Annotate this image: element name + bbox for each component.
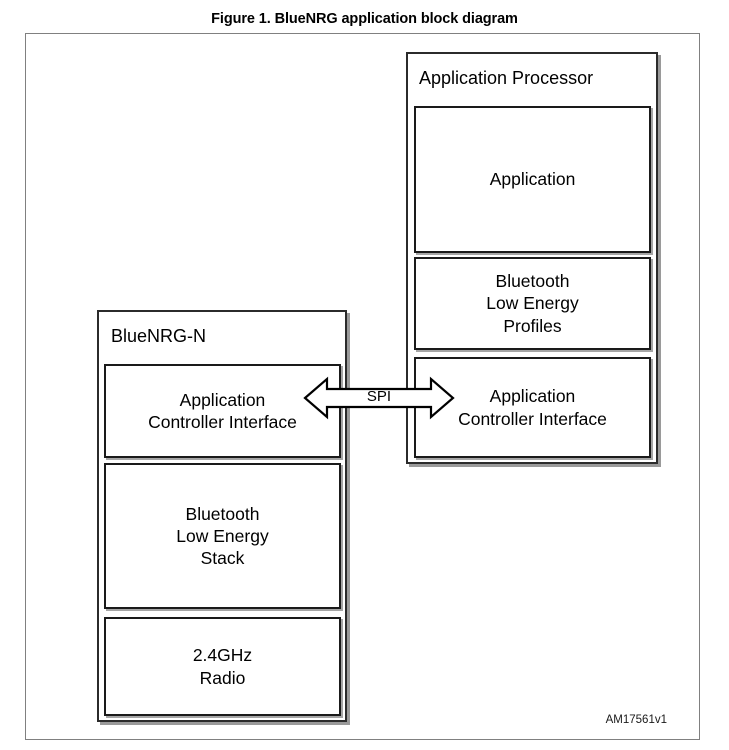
bluenrg-n-title: BlueNRG-N <box>111 326 207 346</box>
radio-label: 2.4GHz Radio <box>192 645 253 688</box>
spi-double-arrow-icon <box>303 372 455 424</box>
bluetooth-low-energy-profiles-block: Bluetooth Low Energy Profiles <box>414 257 651 350</box>
application-processor-title: Application Processor <box>419 68 594 88</box>
nrg-application-controller-interface-block: Application Controller Interface <box>104 364 341 458</box>
ap-application-controller-interface-label: Application Controller Interface <box>458 386 607 429</box>
spi-connector-label: SPI <box>366 388 392 405</box>
figure-caption: Figure 1. BlueNRG application block diag… <box>211 11 518 27</box>
radio-block: 2.4GHz Radio <box>104 617 341 716</box>
bluetooth-low-energy-profiles-label: Bluetooth Low Energy Profiles <box>486 271 579 336</box>
bluetooth-low-energy-stack-label: Bluetooth Low Energy Stack <box>176 503 269 569</box>
nrg-application-controller-interface-label: Application Controller Interface <box>148 389 297 432</box>
application-block-label: Application <box>489 169 576 190</box>
bluetooth-low-energy-stack-block: Bluetooth Low Energy Stack <box>104 463 341 609</box>
application-block: Application <box>414 106 651 253</box>
figure-id-code: AM17561v1 <box>605 714 667 726</box>
ap-application-controller-interface-block: Application Controller Interface <box>414 357 651 458</box>
